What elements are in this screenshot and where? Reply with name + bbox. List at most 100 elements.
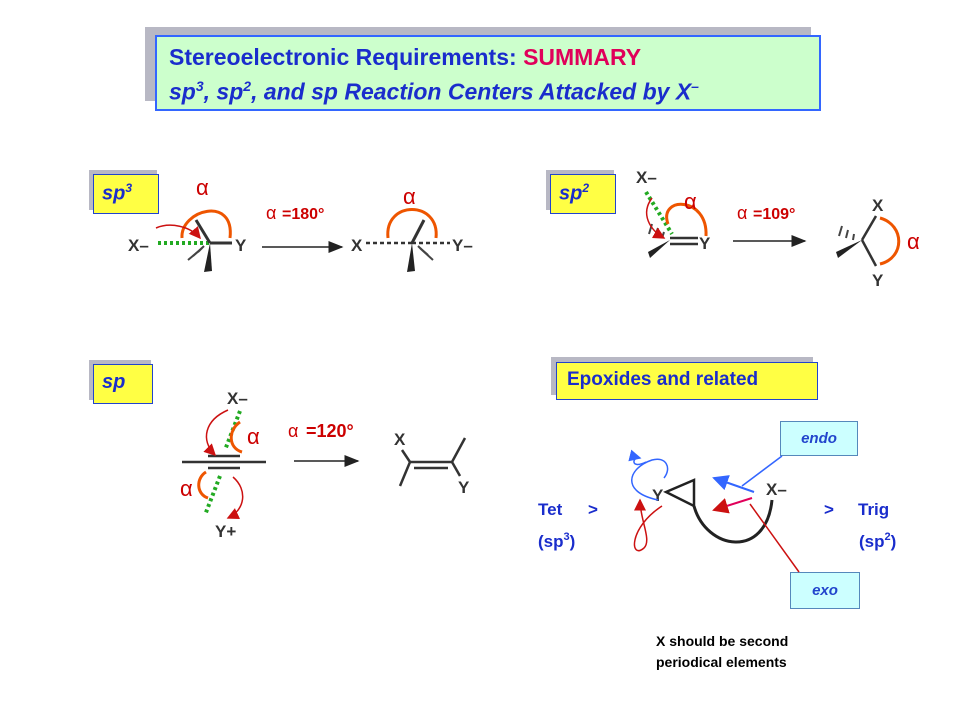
title-sup1: 3 [195, 78, 204, 94]
endo-label-box: endo [780, 421, 858, 456]
title-prefix: Stereoelectronic Requirements: [169, 44, 524, 70]
sp3-product: X Y– α [351, 184, 473, 272]
tet-hyb-sup: 3 [564, 531, 570, 543]
tag-sp: sp [93, 364, 153, 404]
sp-product-bond-y [450, 461, 462, 477]
sp2-product-bond-y [860, 239, 878, 267]
sp2-alpha: α [684, 189, 697, 214]
exo-arrow-curve [633, 498, 663, 552]
sp2-product-alpha-arc [879, 216, 901, 266]
footnote-line2: periodical elements [656, 654, 787, 670]
sp-alpha-bottom: α [180, 476, 193, 501]
tag-sp2: sp2 [550, 174, 616, 214]
sp-product-bond-ur [450, 437, 467, 463]
sp-product: X Y [394, 430, 470, 497]
title-line2-b: , sp [203, 78, 244, 105]
sp-angle-value: =120° [306, 421, 354, 441]
sp3-reactant: X– Y α [128, 175, 247, 272]
tet-hyb-open: (sp3) [538, 531, 575, 551]
endo-arrow-curve [631, 458, 669, 501]
sp3-x-minus-label: X– [128, 236, 149, 255]
tag-sp3-base: sp [102, 182, 126, 205]
title-line2-c: , and sp Reaction Centers Attacked by X [251, 78, 692, 105]
sp3-product-hash [417, 245, 434, 261]
title-line1: Stereoelectronic Requirements: SUMMARY [169, 43, 807, 72]
trig-gt: > [824, 500, 834, 519]
epoxide-scheme: Tet > (sp3) > Trig (sp2) Y X– [538, 449, 896, 573]
footnote: X should be second periodical elements [656, 631, 788, 673]
sp3-bond [194, 219, 212, 244]
sp2-angle-alpha: α [737, 203, 747, 223]
sp3-y-label: Y [235, 236, 247, 255]
sp-alpha-arc-top [229, 420, 243, 454]
sp-product-x: X [394, 430, 406, 449]
sp3-alpha: α [196, 175, 209, 200]
epoxide-y: Y [652, 486, 664, 505]
sp2-angle-value: =109° [753, 206, 795, 223]
exo-callout-line [749, 503, 800, 573]
tag-sp2-base: sp [559, 182, 583, 205]
sp3-product-alpha: α [403, 184, 416, 209]
endo-arrowhead [628, 449, 647, 466]
sp2-attack-dots [644, 190, 674, 236]
sp3-product-bond [410, 219, 426, 244]
endo-callout-line [741, 455, 783, 487]
epoxide-ring [663, 478, 696, 509]
sp-angle-alpha: α [288, 421, 298, 441]
tet-label: Tet [538, 500, 563, 519]
endo-attack-arrow [712, 475, 755, 493]
sp-y-plus: Y+ [215, 522, 236, 541]
sp2-alpha-arc [665, 202, 708, 237]
tet-gt: > [588, 500, 598, 519]
sp2-product-alpha: α [907, 229, 920, 254]
sp3-product-wedge [407, 243, 415, 272]
tag-sp3-sup: 3 [125, 181, 133, 195]
tag-epoxides: Epoxides and related [556, 362, 818, 400]
sp3-angle-alpha: α [266, 203, 276, 223]
sp-alpha-top: α [247, 424, 260, 449]
sp-attack-arrow-top [203, 409, 229, 457]
sp-x-minus: X– [227, 389, 248, 408]
title-box: Stereoelectronic Requirements: SUMMARY s… [155, 35, 821, 111]
sp2-product: X Y α [836, 196, 920, 290]
sp3-product-alpha-arc [386, 208, 438, 239]
title-sup3: – [691, 78, 699, 94]
sp3-wedge [204, 243, 212, 272]
title-sup2: 2 [243, 78, 252, 94]
sp-reactant: X– α α Y+ [180, 389, 266, 541]
sp2-wedge [648, 240, 670, 258]
tag-sp2-sup: 2 [582, 181, 590, 195]
sp2-attack-arrow [646, 197, 666, 239]
trig-label: Trig [858, 500, 889, 519]
trig-hyb: (sp2) [859, 531, 896, 551]
title-highlight: SUMMARY [523, 44, 642, 70]
sp-product-y: Y [458, 478, 470, 497]
sp-attack-arrow-bottom [226, 476, 244, 519]
footnote-line1: X should be second [656, 633, 789, 649]
sp2-product-x: X [872, 196, 884, 215]
sp2-product-hash [838, 225, 855, 241]
title-line2-a: sp [169, 78, 196, 105]
sp2-product-wedge [836, 240, 862, 258]
tag-sp-base: sp [102, 371, 126, 393]
sp3-angle-value: =180° [282, 206, 324, 223]
epoxide-x-minus: X– [766, 480, 787, 499]
title-line2: sp3, sp2, and sp Reaction Centers Attack… [169, 72, 807, 107]
sp2-x-minus: X– [636, 168, 657, 187]
sp-alpha-arc-bottom [197, 470, 209, 500]
sp-product-bond-ll [398, 461, 412, 487]
sp3-product-x: X [351, 236, 363, 255]
sp2-reactant: X– Y α [636, 168, 711, 258]
sp2-y: Y [699, 234, 711, 253]
sp2-product-y: Y [872, 271, 884, 290]
sp3-hash [187, 245, 205, 261]
sp-product-bond-x [400, 449, 412, 463]
sp3-attack-arrow [155, 224, 201, 240]
tag-sp3: sp3 [93, 174, 159, 214]
tether-chain [692, 499, 774, 544]
sp-attack-dots-bottom [203, 475, 222, 516]
sp3-alpha-arc [180, 209, 232, 239]
sp2-product-bond-x [860, 215, 878, 241]
sp3-product-y-minus: Y– [452, 236, 473, 255]
